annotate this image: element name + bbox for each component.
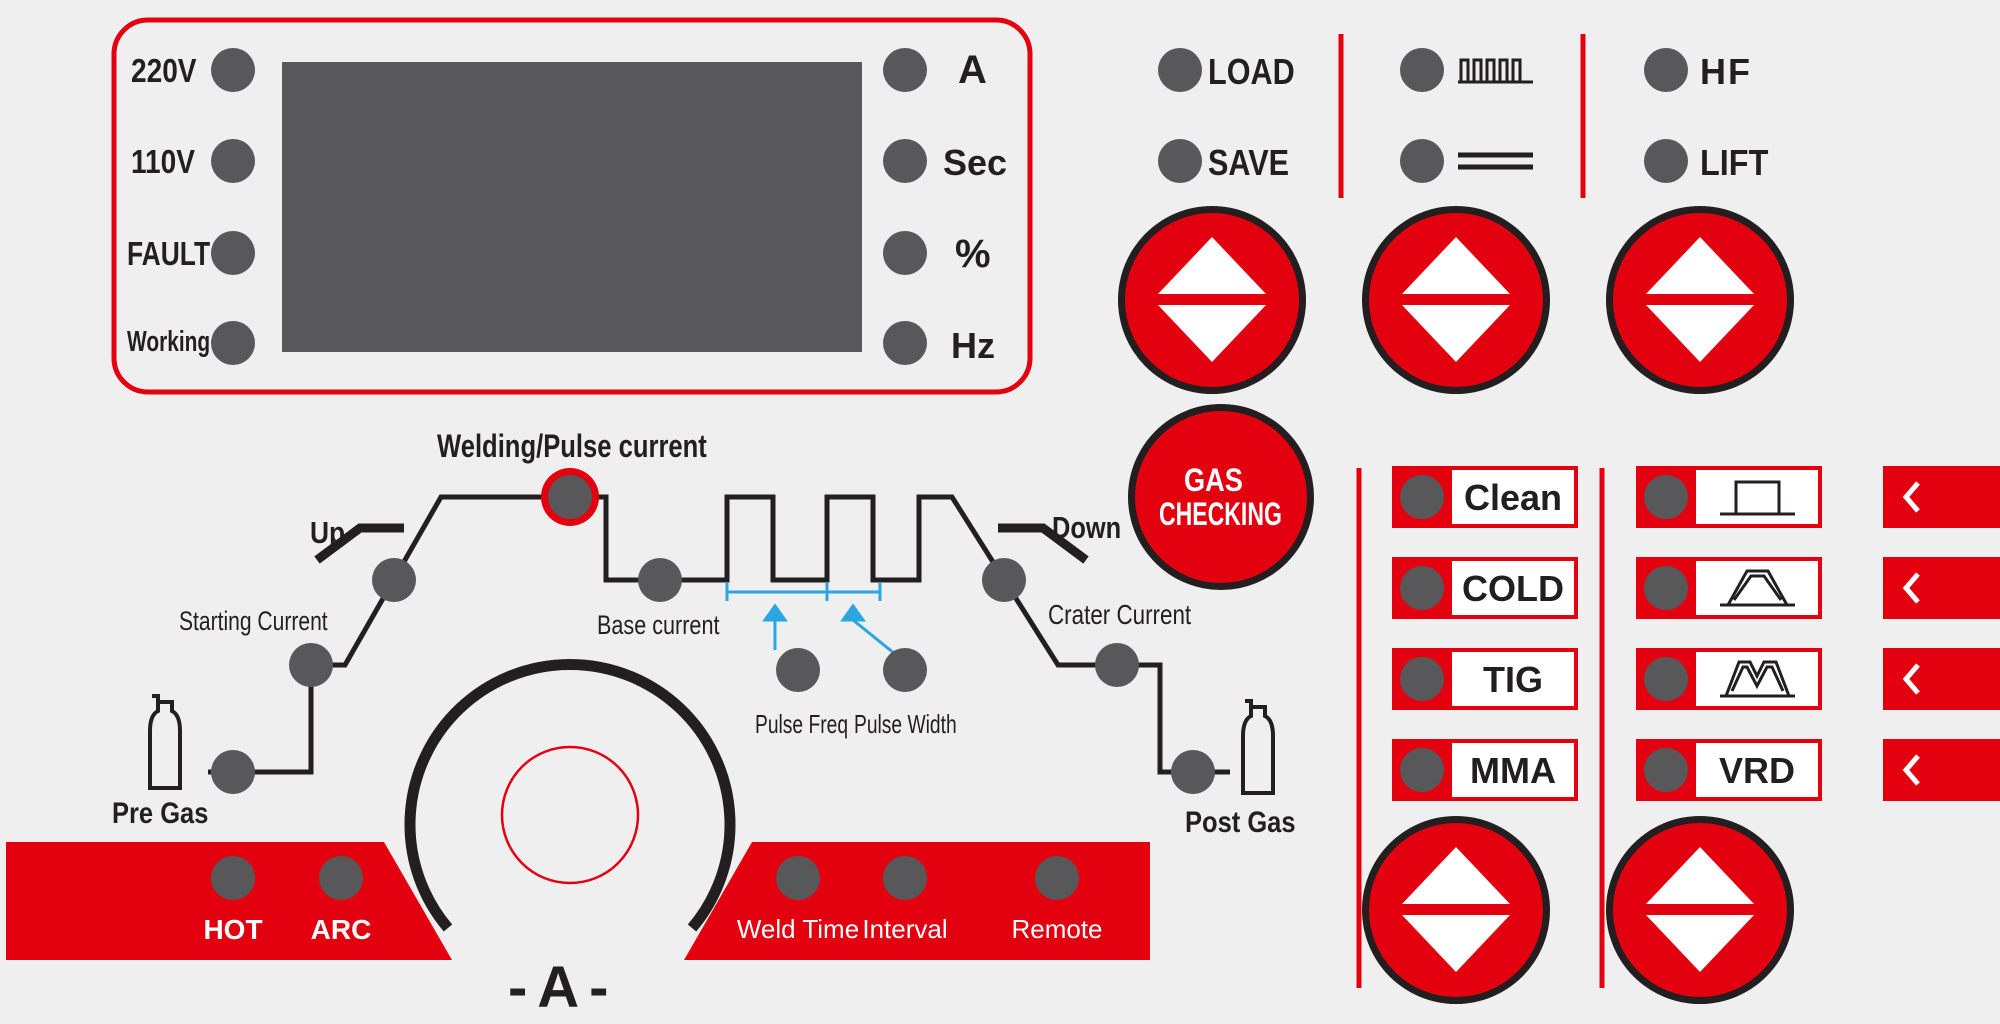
led-pre-gas (211, 750, 255, 794)
chevron-left-icon (1902, 754, 1920, 786)
label-vrd: VRD (1718, 750, 1796, 791)
label-lift: LIFT (1700, 142, 1769, 183)
label-base-current: Base current (597, 610, 720, 640)
led-interval (883, 856, 927, 900)
label-percent: % (955, 232, 991, 276)
led-percent (883, 231, 927, 275)
label-interval: Interval (862, 914, 948, 944)
led-save (1158, 139, 1202, 183)
led-weld-time (776, 856, 820, 900)
label-load: LOAD (1208, 51, 1295, 92)
label-up: Up (310, 515, 346, 550)
updown-button-2[interactable] (1362, 206, 1550, 394)
side-tab-4[interactable] (1883, 739, 2000, 801)
gas-checking-label-1: GAS (1184, 462, 1243, 498)
led-down (982, 558, 1026, 602)
label-mma: MMA (1470, 750, 1556, 791)
trapezoid-wave-icon (1720, 569, 1795, 607)
label-hot: HOT (203, 914, 263, 945)
updown-button-1[interactable] (1118, 206, 1306, 394)
chevron-left-icon (1902, 663, 1920, 695)
led-remote (1035, 856, 1079, 900)
label-pulse-freq: Pulse Freq (755, 709, 849, 739)
led-arc (319, 856, 363, 900)
square-wave-icon (1720, 480, 1795, 516)
label-cold: COLD (1462, 568, 1564, 609)
label-220v: 220V (131, 52, 197, 89)
label-sec: Sec (943, 142, 1008, 183)
label-welding-pulse-current: Welding/Pulse current (437, 428, 707, 464)
pulse-markers (725, 583, 906, 664)
led-sec (883, 139, 927, 183)
led-dc (1400, 139, 1444, 183)
led-220v (211, 48, 255, 92)
led-amps (883, 48, 927, 92)
display-screen (282, 62, 862, 352)
led-pulse (1400, 48, 1444, 92)
chevron-left-icon (1902, 572, 1920, 604)
label-save: SAVE (1208, 142, 1290, 183)
label-arc: ARC (310, 914, 372, 945)
pulse-wave-icon (1458, 58, 1533, 84)
side-tabs (1883, 466, 2000, 801)
label-tig: TIG (1483, 659, 1543, 700)
label-weld-time: Weld Time (736, 914, 860, 944)
label-fault: FAULT (127, 235, 211, 272)
gas-checking-button[interactable] (1128, 404, 1314, 590)
knob-amperage-label: - A - (508, 955, 608, 1020)
post-gas-cylinder-icon (1241, 699, 1275, 795)
mode-buttons-col1 (1392, 466, 1578, 801)
up-slope-icon (314, 523, 404, 564)
led-base-current (638, 558, 682, 602)
led-110v (211, 139, 255, 183)
weld-waveform-diagram (148, 468, 1275, 795)
led-hf (1644, 48, 1688, 92)
label-down: Down (1052, 510, 1122, 545)
gas-checking-label-2: CHECKING (1159, 496, 1282, 532)
led-pulse-width (883, 648, 927, 692)
label-clean: Clean (1463, 477, 1563, 518)
label-pre-gas: Pre Gas (112, 797, 209, 830)
updown-button-3[interactable] (1606, 206, 1794, 394)
side-tab-1[interactable] (1883, 466, 2000, 528)
dc-line-icon (1458, 152, 1533, 170)
updown-button-5[interactable] (1606, 816, 1794, 1004)
pre-gas-cylinder-icon (148, 694, 182, 790)
label-remote: Remote (1011, 914, 1103, 944)
label-starting-current: Starting Current (179, 606, 328, 636)
side-tab-3[interactable] (1883, 648, 2000, 710)
led-hz (883, 321, 927, 365)
label-crater-current: Crater Current (1048, 599, 1192, 630)
chevron-left-icon (1902, 481, 1920, 513)
label-pulse-width: Pulse Width (854, 709, 957, 739)
led-pulse-freq (776, 648, 820, 692)
led-starting-current (289, 643, 333, 687)
label-amps: A (958, 48, 987, 92)
label-hf: HF (1700, 51, 1752, 92)
label-110v: 110V (131, 143, 195, 180)
label-post-gas: Post Gas (1185, 806, 1296, 839)
side-tab-2[interactable] (1883, 557, 2000, 619)
led-crater-current (1095, 643, 1139, 687)
updown-button-4[interactable] (1362, 816, 1550, 1004)
led-up (372, 558, 416, 602)
led-hot (211, 856, 255, 900)
led-lift (1644, 139, 1688, 183)
down-slope-icon (998, 523, 1089, 564)
double-trapezoid-icon (1720, 660, 1795, 698)
led-post-gas (1171, 750, 1215, 794)
amperage-knob[interactable] (500, 745, 640, 885)
knob-dial-arc (404, 658, 736, 932)
label-hz: Hz (951, 325, 995, 366)
display-frame (111, 17, 1033, 395)
led-working (211, 321, 255, 365)
led-fault (211, 231, 255, 275)
mode-buttons-col2 (1636, 466, 1822, 801)
led-load (1158, 48, 1202, 92)
label-working: Working (127, 326, 211, 358)
